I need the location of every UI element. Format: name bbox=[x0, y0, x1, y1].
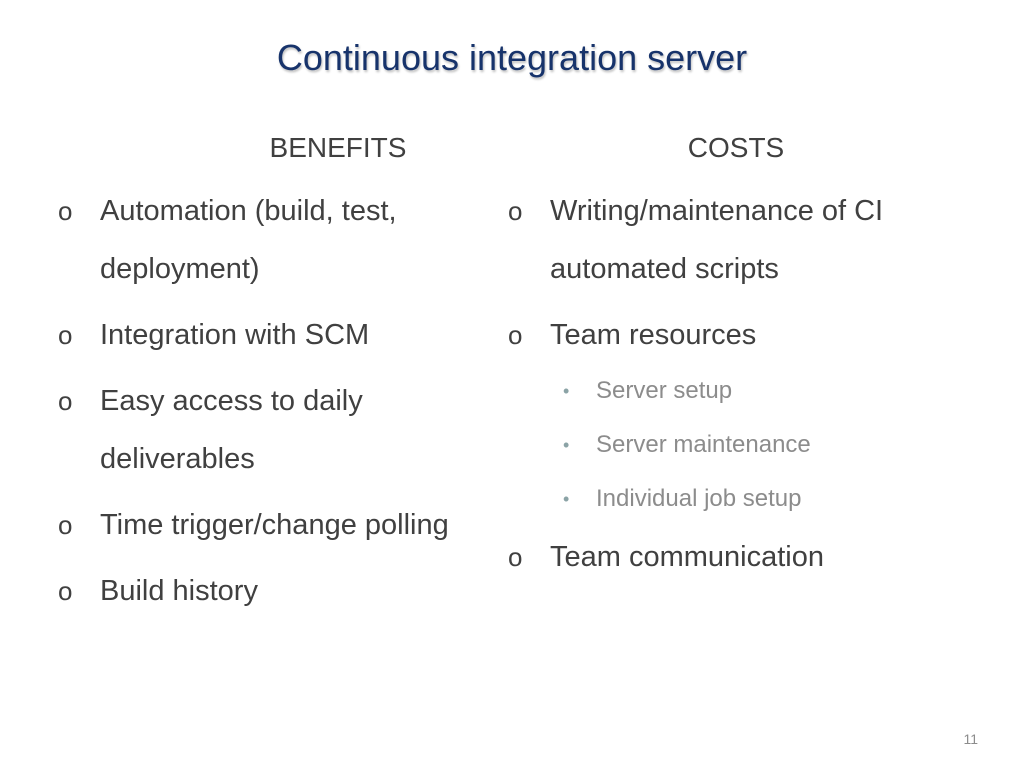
costs-list: o Writing/maintenance of CI automated sc… bbox=[508, 182, 978, 586]
benefit-item-automation: o Automation (build, test, deployment) bbox=[58, 182, 490, 298]
cost-item-team-resources: o Team resources • Server setup • Server… bbox=[508, 306, 978, 526]
dot-bullet-icon: • bbox=[563, 381, 570, 401]
benefit-item-label: Time trigger/change polling bbox=[100, 509, 449, 541]
benefit-item-label: Automation (build, test, deployment) bbox=[100, 195, 397, 285]
cost-subitem-label: Server setup bbox=[596, 377, 733, 404]
cost-subitem-server-maintenance: • Server maintenance bbox=[508, 418, 978, 472]
cost-subitem-server-setup: • Server setup bbox=[508, 364, 978, 418]
benefits-list: o Automation (build, test, deployment) o… bbox=[58, 182, 518, 620]
benefits-column: BENEFITS o Automation (build, test, depl… bbox=[58, 128, 518, 620]
hollow-circle-bullet-icon: o bbox=[58, 576, 73, 606]
hollow-circle-bullet-icon: o bbox=[58, 196, 73, 226]
slide-title: Continuous integration server bbox=[276, 37, 748, 78]
hollow-circle-bullet-icon: o bbox=[58, 320, 73, 350]
benefits-header: BENEFITS bbox=[269, 132, 407, 163]
cost-subitem-individual-job-setup: • Individual job setup bbox=[508, 472, 978, 526]
cost-subitem-label: Server maintenance bbox=[596, 431, 811, 458]
benefit-item-scm: o Integration with SCM bbox=[58, 306, 518, 364]
cost-item-label: Team resources bbox=[550, 319, 757, 351]
hollow-circle-bullet-icon: o bbox=[508, 320, 523, 350]
cost-item-label: Writing/maintenance of CI automated scri… bbox=[550, 195, 884, 285]
benefit-item-label: Build history bbox=[100, 575, 258, 607]
dot-bullet-icon: • bbox=[563, 435, 570, 455]
hollow-circle-bullet-icon: o bbox=[508, 542, 523, 572]
cost-subitem-label: Individual job setup bbox=[596, 485, 802, 512]
hollow-circle-bullet-icon: o bbox=[58, 386, 73, 416]
costs-column: COSTS o Writing/maintenance of CI automa… bbox=[508, 128, 978, 586]
benefit-item-daily-deliverables: o Easy access to daily deliverables bbox=[58, 372, 460, 488]
benefit-item-build-history: o Build history bbox=[58, 562, 518, 620]
page-number: 11 bbox=[963, 731, 978, 747]
costs-header: COSTS bbox=[687, 132, 785, 163]
cost-item-ci-scripts: o Writing/maintenance of CI automated sc… bbox=[508, 182, 970, 298]
benefit-item-label: Integration with SCM bbox=[100, 319, 370, 351]
cost-item-label: Team communication bbox=[550, 541, 824, 573]
team-resources-sublist: • Server setup • Server maintenance • In… bbox=[508, 364, 978, 526]
benefit-item-time-trigger: o Time trigger/change polling bbox=[58, 496, 580, 554]
hollow-circle-bullet-icon: o bbox=[58, 510, 73, 540]
hollow-circle-bullet-icon: o bbox=[508, 196, 523, 226]
cost-item-team-communication: o Team communication bbox=[508, 528, 978, 586]
dot-bullet-icon: • bbox=[563, 489, 570, 509]
benefit-item-label: Easy access to daily deliverables bbox=[100, 385, 363, 475]
